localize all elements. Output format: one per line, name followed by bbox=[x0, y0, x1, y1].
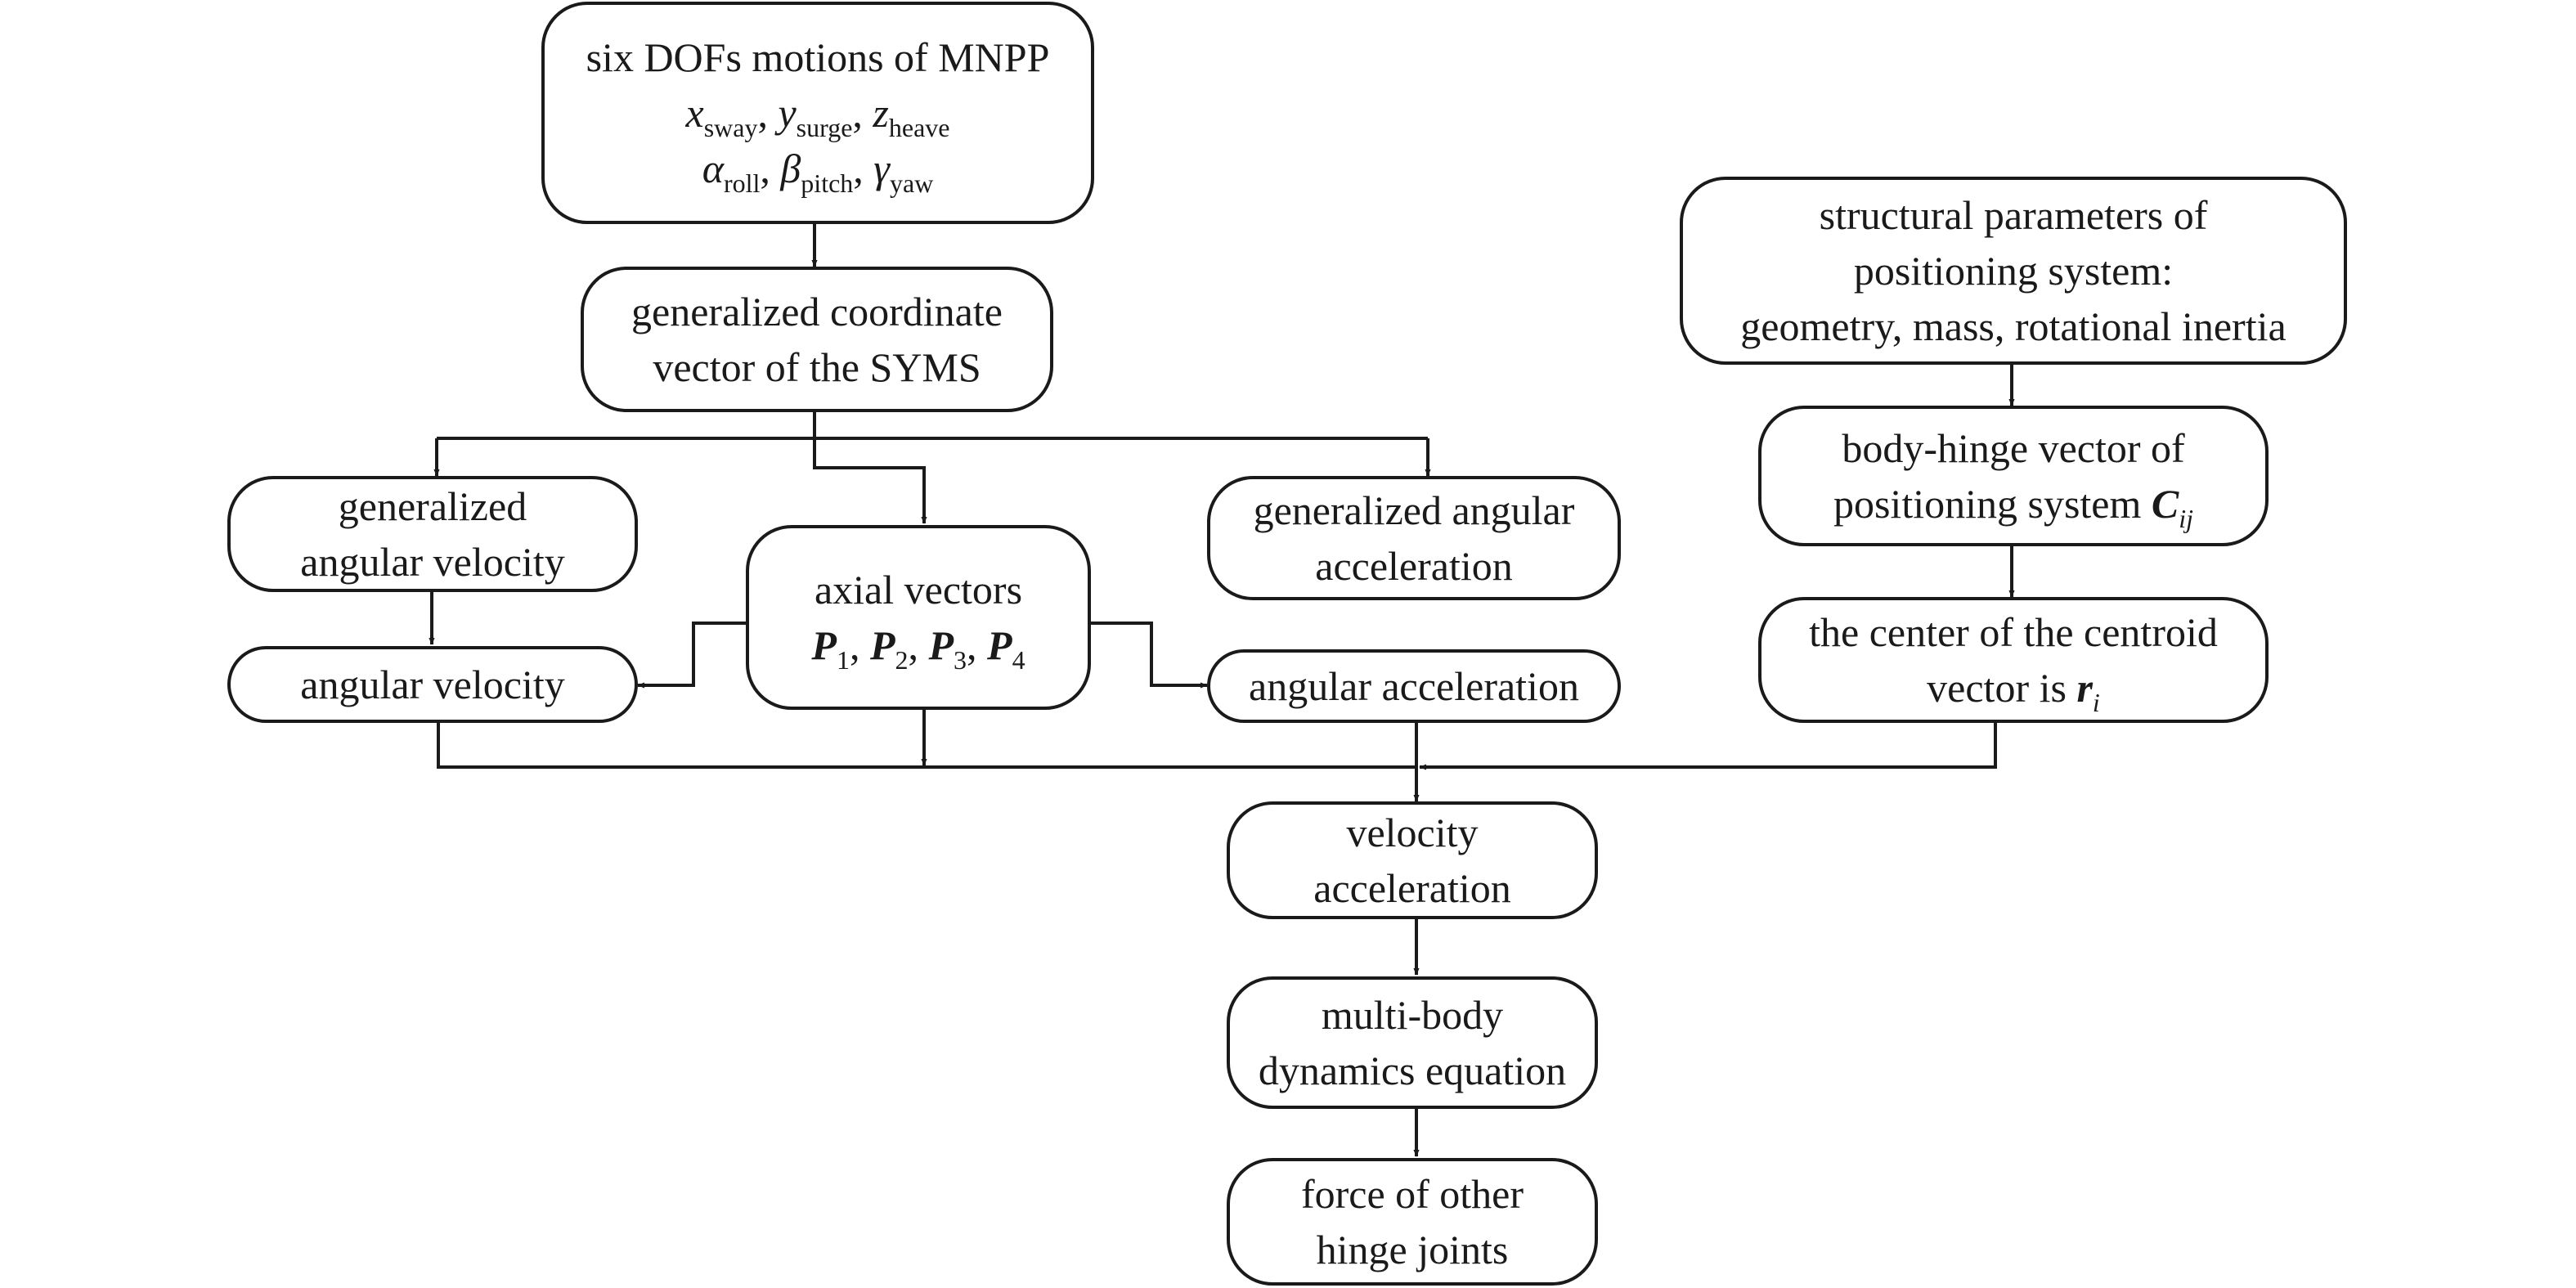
arrow-axial-to-angacc bbox=[1089, 622, 1208, 689]
hinge-symbol: C bbox=[2151, 481, 2179, 527]
gen-ang-acc-line1: generalized angular bbox=[1253, 487, 1575, 533]
struct-line1: structural parameters of bbox=[1819, 192, 2208, 238]
gen-ang-vel-line2: angular velocity bbox=[300, 539, 565, 585]
line-coord-branch bbox=[437, 412, 816, 440]
node-body-hinge-vector: body-hinge vector of positioning system … bbox=[1758, 406, 2269, 546]
vel-acc-line1: velocity bbox=[1346, 810, 1479, 855]
node-six-dofs-motions: six DOFs motions of MNPP xsway, ysurge, … bbox=[541, 2, 1094, 224]
translational-dofs: xsway, ysurge, zheave bbox=[685, 90, 950, 142]
force-line2: hinge joints bbox=[1316, 1227, 1509, 1272]
struct-line2: positioning system: bbox=[1853, 248, 2174, 294]
force-line1: force of other bbox=[1300, 1171, 1524, 1217]
node-angular-acceleration: angular acceleration bbox=[1207, 649, 1621, 723]
hinge-line2: positioning system Cij bbox=[1833, 481, 2194, 533]
gen-ang-vel-line1: generalized bbox=[338, 483, 527, 529]
vel-acc-line2: acceleration bbox=[1313, 865, 1511, 911]
node-generalized-coordinate-vector: generalized coordinate vector of the SYM… bbox=[581, 267, 1053, 412]
gen-coord-line2: vector of the SYMS bbox=[653, 344, 981, 390]
centroid-line1: the center of the centroid bbox=[1809, 609, 2218, 655]
hinge-line1: body-hinge vector of bbox=[1842, 425, 2185, 471]
node-velocity-acceleration: velocity acceleration bbox=[1227, 801, 1598, 919]
node-generalized-angular-velocity: generalized angular velocity bbox=[227, 476, 638, 592]
centroid-symbol: r bbox=[2076, 665, 2093, 711]
arrow-axial-to-angvel bbox=[637, 622, 747, 689]
arrow-centroid-to-bus bbox=[1419, 723, 1997, 770]
axial-vector-list: P1, P2, P3, P4 bbox=[811, 622, 1025, 675]
ang-acc-label: angular acceleration bbox=[1249, 663, 1579, 709]
line-angvel-down bbox=[437, 723, 1416, 769]
six-dofs-title: six DOFs motions of MNPP bbox=[586, 34, 1050, 80]
ang-vel-label: angular velocity bbox=[300, 662, 565, 707]
node-generalized-angular-acceleration: generalized angular acceleration bbox=[1207, 476, 1621, 600]
axial-title: axial vectors bbox=[814, 567, 1023, 613]
arrow-to-axial bbox=[813, 438, 927, 524]
multibody-line2: dynamics equation bbox=[1258, 1048, 1567, 1093]
rotational-dofs: αroll, βpitch, γyaw bbox=[702, 146, 934, 198]
gen-coord-line1: generalized coordinate bbox=[631, 289, 1003, 334]
node-angular-velocity: angular velocity bbox=[227, 646, 638, 723]
struct-line3: geometry, mass, rotational inertia bbox=[1740, 303, 2287, 349]
multibody-line1: multi-body bbox=[1321, 992, 1504, 1038]
node-centroid-vector: the center of the centroid vector is ri bbox=[1758, 597, 2269, 723]
node-multibody-dynamics-equation: multi-body dynamics equation bbox=[1227, 976, 1598, 1109]
gen-ang-acc-line2: acceleration bbox=[1315, 543, 1513, 589]
node-axial-vectors: axial vectors P1, P2, P3, P4 bbox=[746, 525, 1091, 710]
node-structural-parameters: structural parameters of positioning sys… bbox=[1680, 177, 2347, 365]
centroid-line2: vector is ri bbox=[1927, 665, 2100, 717]
node-force-of-hinge-joints: force of other hinge joints bbox=[1227, 1158, 1598, 1286]
